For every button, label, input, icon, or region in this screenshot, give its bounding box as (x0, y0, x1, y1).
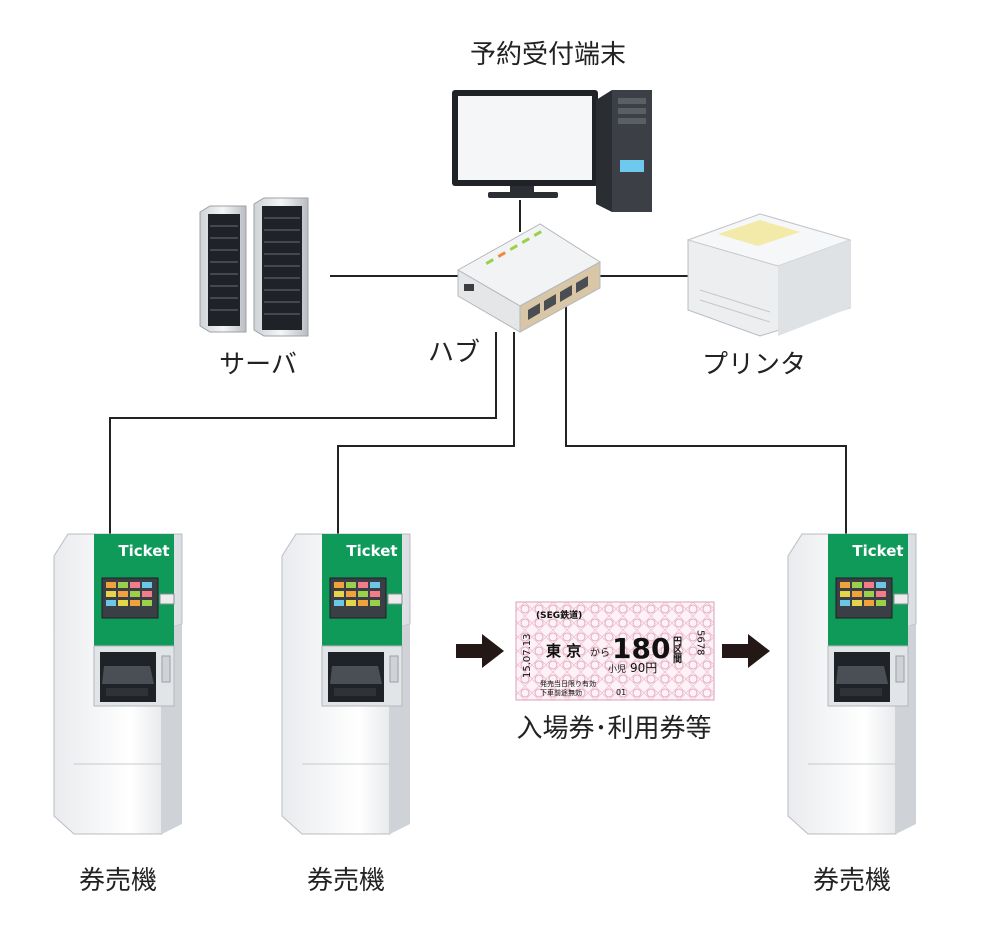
ticket-machine-3: Ticket (787, 533, 917, 835)
connection-lines (109, 200, 847, 535)
ticket-note-2: 下車前途無効 (540, 688, 582, 697)
sample-ticket: (SEG鉄道) 15.07.13 東 京 から 180 円区間 小児 90円 5… (515, 601, 715, 701)
ticket-note-1: 発売当日限り有効 (540, 679, 596, 688)
ticket-header-text: Ticket (852, 542, 903, 560)
hub-icon (456, 223, 601, 333)
hub-label: ハブ (428, 338, 481, 368)
ticket-header-text: Ticket (118, 542, 169, 560)
machine-label-1: 券売機 (78, 866, 158, 896)
ticket-kara: から (590, 647, 610, 659)
ticket-date: 15.07.13 (522, 633, 533, 678)
ticket-unit: 円区間 (671, 636, 682, 664)
terminal-label: 予約受付端末 (469, 40, 627, 70)
ticket-types-label: 入場券･利用券等 (516, 714, 712, 744)
ticket-from: 東 京 (546, 642, 581, 660)
machine-label-2: 券売機 (306, 866, 386, 896)
arrow-icon (722, 634, 770, 668)
ticket-fare: 180 (612, 632, 670, 665)
arrow-icon (456, 634, 504, 668)
machine-label-3: 券売機 (812, 866, 892, 896)
line-hub-machine-2 (337, 332, 515, 535)
monitor-icon (452, 90, 598, 198)
line-hub-machine-3 (565, 306, 847, 535)
server-label: サーバ (219, 350, 297, 380)
ticket-railway: (SEG鉄道) (536, 609, 582, 621)
ticket-child-label: 小児 (608, 664, 626, 675)
printer-icon (686, 213, 852, 337)
ticket-child-fare: 90円 (630, 661, 657, 675)
printer-label: プリンタ (701, 350, 807, 380)
ticket-header-text: Ticket (346, 542, 397, 560)
ticket-number: 01 (616, 688, 626, 697)
ticket-machine-1: Ticket (53, 533, 183, 835)
pc-tower-icon (596, 90, 652, 212)
ticket-serial: 5678 (695, 630, 706, 655)
ticket-machine-2: Ticket (281, 533, 411, 835)
line-hub-machine-1 (109, 332, 497, 535)
server-icon (199, 197, 309, 337)
